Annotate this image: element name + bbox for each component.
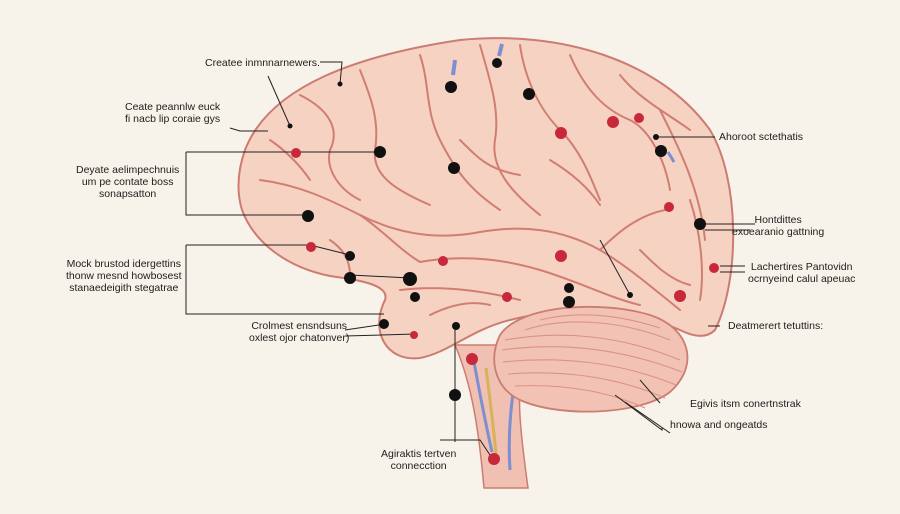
marker-red xyxy=(555,127,567,139)
label-line: ocrnyeind calul apeuac xyxy=(748,273,856,285)
marker-red xyxy=(438,256,448,266)
marker-red xyxy=(634,113,644,123)
label-bottom-right-1: Egivis itsm conertnstrak xyxy=(690,398,801,410)
black-markers xyxy=(287,58,706,401)
red-markers xyxy=(291,113,719,465)
label-line: oxlest ojor chatonver) xyxy=(249,332,350,344)
marker-black xyxy=(345,251,355,261)
marker-black xyxy=(302,210,314,222)
label-line: um pe contate boss xyxy=(81,176,174,188)
label-lower-left: Mock brustod idergettins thonw mesnd how… xyxy=(66,258,182,294)
label-right-2: Hontdittes exoearanio gattning xyxy=(732,214,824,238)
label-line: Egivis itsm conertnstrak xyxy=(690,398,801,410)
label-line: connecction xyxy=(390,460,447,472)
marker-red xyxy=(488,453,500,465)
leader-lines xyxy=(185,61,755,459)
marker-black xyxy=(403,272,417,286)
marker-red xyxy=(709,263,719,273)
marker-black xyxy=(410,292,420,302)
marker-black xyxy=(563,296,575,308)
cerebrum xyxy=(237,37,735,360)
label-bottom-right-2: hnowa and ongeatds xyxy=(670,419,768,431)
label-line: fi nacb lip coraie gys xyxy=(125,113,221,125)
marker-black xyxy=(655,145,667,157)
marker-red xyxy=(466,353,478,365)
label-bottom-mid-left: Crolmest ensndsuns oxlest ojor chatonver… xyxy=(249,320,349,344)
label-line: Agiraktis tertven xyxy=(381,448,457,460)
label-bottom-center: Agiraktis tertven connecction xyxy=(381,448,456,472)
marker-black xyxy=(449,389,461,401)
top-blue-mark-1 xyxy=(451,59,457,76)
label-right-3: Lachertires Pantovidn ocrnyeind calul ap… xyxy=(748,261,855,285)
label-line: exoearanio gattning xyxy=(732,226,825,238)
label-line: stanaedeigith stegatrae xyxy=(69,282,179,294)
marker-red xyxy=(664,202,674,212)
top-blue-mark-2 xyxy=(497,43,504,57)
label-top: Createe inmnnarnewers. xyxy=(205,57,320,69)
marker-black xyxy=(492,58,502,68)
marker-red xyxy=(674,290,686,302)
label-line: Lachertires Pantovidn xyxy=(750,261,853,273)
marker-red xyxy=(291,148,301,158)
marker-red xyxy=(555,250,567,262)
marker-red xyxy=(306,242,316,252)
nerve-blue-left xyxy=(472,361,494,453)
label-right-4: Deatmerert tetuttins: xyxy=(728,320,823,332)
marker-black xyxy=(344,272,356,284)
label-line: Ahoroot sctethatis xyxy=(719,131,804,143)
marker-red xyxy=(607,116,619,128)
label-line: hnowa and ongeatds xyxy=(670,419,768,431)
marker-black xyxy=(653,134,659,140)
marker-black xyxy=(379,319,389,329)
marker-black xyxy=(627,292,633,298)
cerebellum-folia xyxy=(501,314,683,409)
label-line: Deatmerert tetuttins: xyxy=(728,320,824,332)
marker-black xyxy=(445,81,457,93)
marker-black xyxy=(452,322,460,330)
label-line: thonw mesnd howbosest xyxy=(66,270,182,282)
label-line: sonapsatton xyxy=(99,188,157,200)
label-line: Ceate peannlw euck xyxy=(125,101,221,113)
marker-black xyxy=(523,88,535,100)
marker-black xyxy=(448,162,460,174)
label-right-1: Ahoroot sctethatis xyxy=(719,131,803,143)
label-line: Crolmest ensndsuns xyxy=(251,320,348,332)
marker-black xyxy=(694,218,706,230)
marker-red xyxy=(502,292,512,302)
marker-black xyxy=(374,146,386,158)
sulci-lines xyxy=(259,44,706,316)
label-line: Deyate aelimpechnuis xyxy=(76,164,180,176)
marker-black xyxy=(337,81,343,87)
right-blue-mark xyxy=(666,151,676,163)
nerve-yellow xyxy=(484,367,498,456)
label-upper-left: Ceate peannlw euck fi nacb lip coraie gy… xyxy=(125,101,220,125)
marker-black xyxy=(287,123,293,129)
label-line: Mock brustod idergettins xyxy=(66,258,181,270)
marker-red xyxy=(410,331,418,339)
label-line: Createe inmnnarnewers. xyxy=(205,57,320,69)
marker-black xyxy=(564,283,574,293)
label-mid-left: Deyate aelimpechnuis um pe contate boss … xyxy=(76,164,179,200)
label-line: Hontdittes xyxy=(754,214,802,226)
